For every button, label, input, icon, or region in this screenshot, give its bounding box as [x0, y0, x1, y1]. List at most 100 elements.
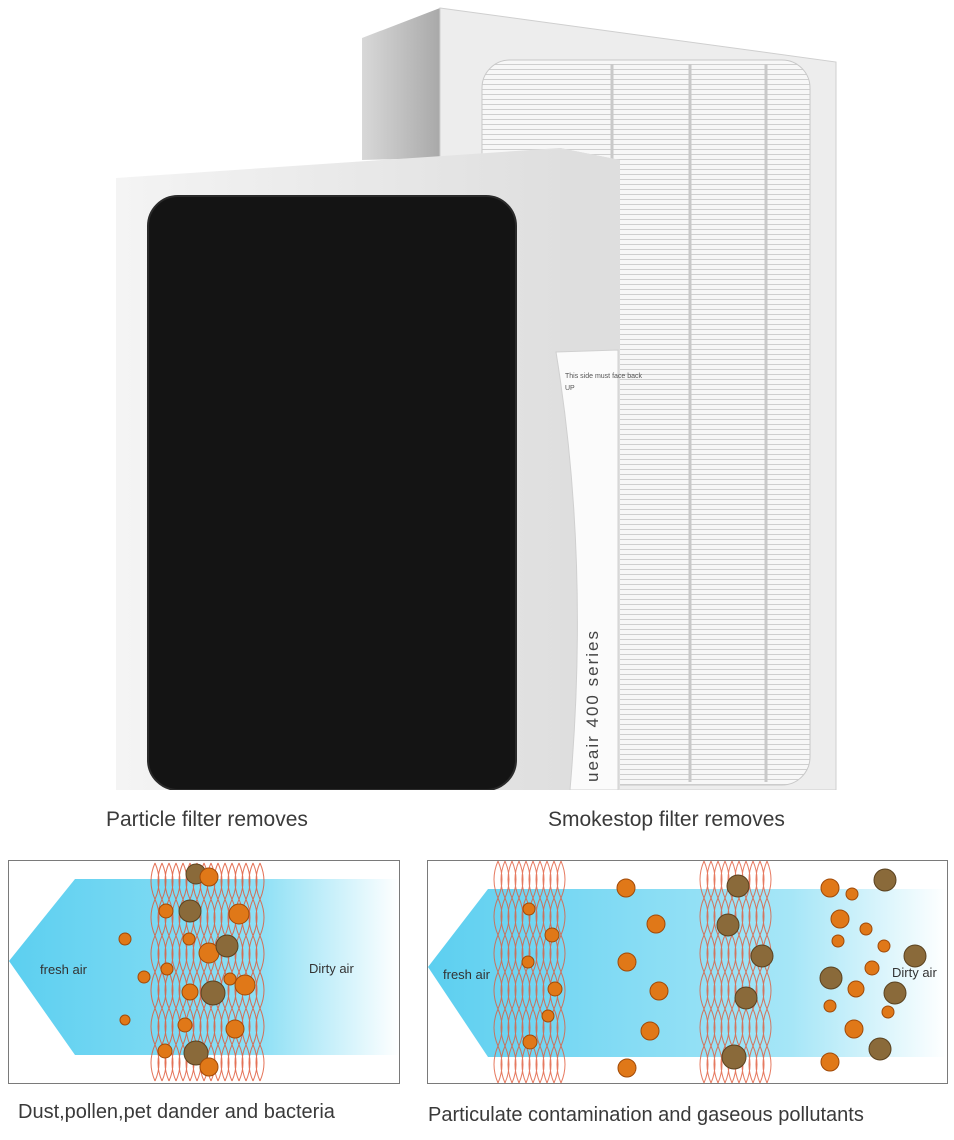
particle-filter-caption: Particle filter removes [106, 808, 308, 831]
particle [617, 1058, 637, 1078]
label-sub: UP [565, 385, 575, 392]
weave-strand [720, 861, 730, 1083]
particle [521, 955, 535, 969]
weave-strand [713, 861, 723, 1083]
weave-strand [507, 861, 517, 1083]
particle [640, 1021, 660, 1041]
particle [859, 922, 873, 936]
carbon-filter [116, 148, 620, 790]
particle [617, 952, 637, 972]
dirty-air-label: Dirty air [892, 965, 937, 980]
smokestop-filter-caption: Smokestop filter removes [548, 808, 785, 831]
particle [199, 1057, 219, 1077]
particle [215, 934, 239, 958]
weave-strand [748, 861, 758, 1083]
smokestop-removes-detail: Particulate contamination and gaseous po… [428, 1104, 864, 1126]
particle [181, 983, 199, 1001]
product-photo: This side must face back UP ueair 400 se… [116, 7, 837, 790]
weave-strand [500, 861, 510, 1083]
fresh-air-label: fresh air [40, 962, 87, 977]
particle [199, 867, 219, 887]
weave-strand [493, 861, 503, 1083]
particle [157, 1043, 173, 1059]
weave-strand [741, 861, 751, 1083]
airflow-arrow [9, 879, 399, 1055]
series-text: ueair 400 series [583, 629, 602, 782]
particle [183, 1040, 209, 1066]
particle [830, 909, 850, 929]
particle [225, 1019, 245, 1039]
weave-strand [255, 862, 265, 1082]
particle [868, 1037, 892, 1061]
weave-strand [706, 861, 716, 1083]
particle-removes-detail: Dust,pollen,pet dander and bacteria [18, 1101, 335, 1123]
weave-strand [150, 862, 160, 1082]
particle [522, 1034, 538, 1050]
particles [521, 868, 927, 1078]
particle [877, 939, 891, 953]
weave-strand [234, 862, 244, 1082]
particle [820, 878, 840, 898]
particle [118, 932, 132, 946]
particle [883, 981, 907, 1005]
particle [223, 972, 237, 986]
smokestop-filter-diagram: fresh air Dirty air [427, 860, 948, 1084]
particle [823, 999, 837, 1013]
particle [721, 1044, 747, 1070]
weave-strand [241, 862, 251, 1082]
particle [137, 970, 151, 984]
particle [547, 981, 563, 997]
weave-strand [206, 862, 216, 1082]
particle [200, 980, 226, 1006]
particle [750, 944, 774, 968]
particle [522, 902, 536, 916]
particle [182, 932, 196, 946]
particle [881, 1005, 895, 1019]
weave-strand [699, 861, 709, 1083]
weave-strand [542, 861, 552, 1083]
weave-strand [514, 861, 524, 1083]
filter-weave [493, 861, 772, 1083]
particles [118, 863, 256, 1077]
weave-strand [762, 861, 772, 1083]
weave-strand [220, 862, 230, 1082]
particle [234, 974, 256, 996]
particle [646, 914, 666, 934]
particle [160, 962, 174, 976]
particle [177, 1017, 193, 1033]
particle [616, 878, 636, 898]
particle [845, 887, 859, 901]
particle [726, 874, 750, 898]
particle [734, 986, 758, 1010]
particle [820, 1052, 840, 1072]
weave-strand [549, 861, 559, 1083]
particle [819, 966, 843, 990]
weave-strand [535, 861, 545, 1083]
particle [847, 980, 865, 998]
particle [716, 913, 740, 937]
label-text: This side must face back [565, 373, 643, 380]
particle [864, 960, 880, 976]
particle [544, 927, 560, 943]
particle [178, 899, 202, 923]
weave-strand [556, 861, 566, 1083]
particle [119, 1014, 131, 1026]
weave-strand [178, 862, 188, 1082]
weave-strand [248, 862, 258, 1082]
weave-strand [227, 862, 237, 1082]
particle [228, 903, 250, 925]
particle [844, 1019, 864, 1039]
dirty-air-label: Dirty air [309, 961, 354, 976]
weave-strand [755, 861, 765, 1083]
weave-strand [213, 862, 223, 1082]
particle [903, 944, 927, 968]
particle [541, 1009, 555, 1023]
fresh-air-label: fresh air [443, 967, 490, 982]
weave-strand [171, 862, 181, 1082]
particle-filter-diagram: fresh air Dirty air [8, 860, 400, 1084]
particle [873, 868, 897, 892]
particle [158, 903, 174, 919]
particle [649, 981, 669, 1001]
particle [831, 934, 845, 948]
filter-label-sticker: This side must face back UP ueair 400 se… [555, 349, 643, 790]
